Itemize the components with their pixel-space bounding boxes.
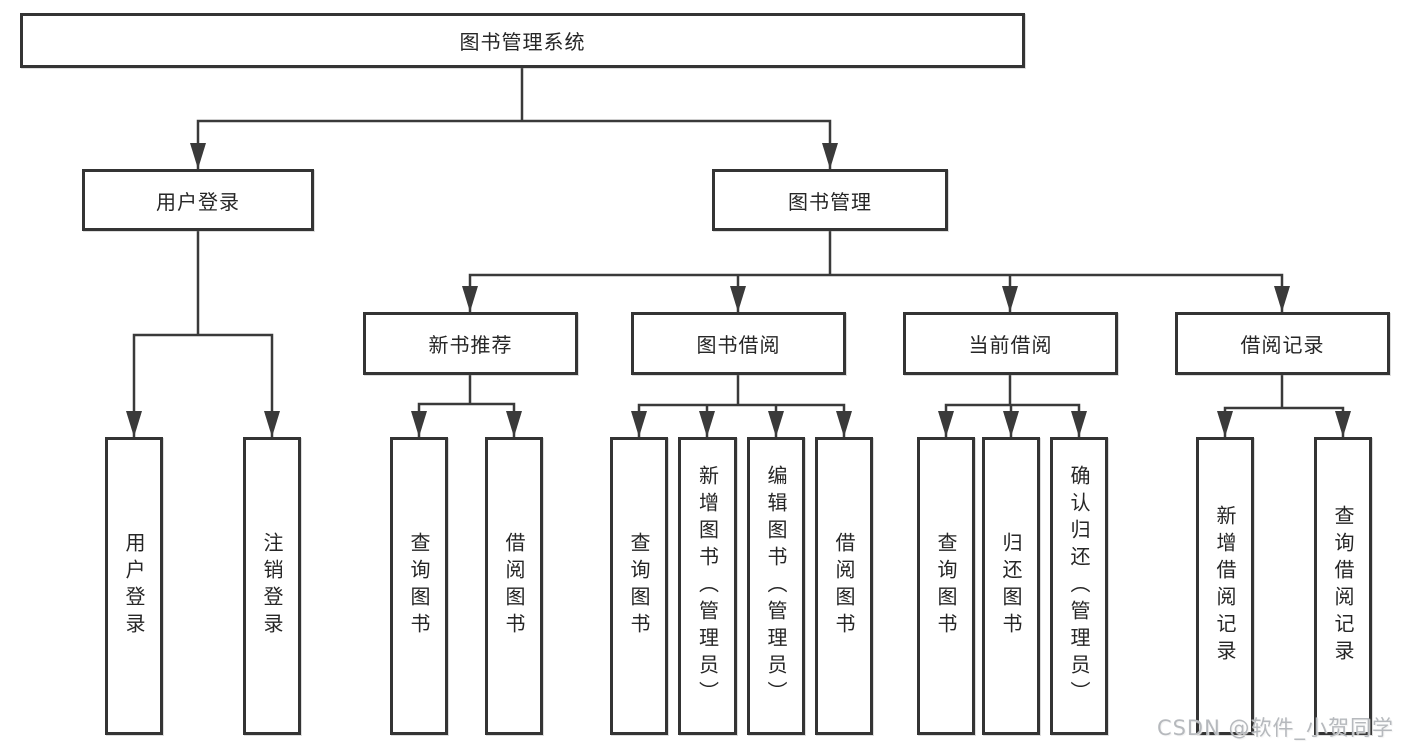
node-current-borrowing: 当前借阅 [903, 312, 1118, 375]
arrowhead-icon [699, 411, 715, 437]
arrowhead-icon [1003, 411, 1019, 437]
node-new-book-recommend: 新书推荐 [363, 312, 578, 375]
node-book-borrowing: 图书借阅 [631, 312, 846, 375]
leaf-add-books-admin: 新增图书（管理员） [678, 437, 737, 735]
leaf-query-borrow-record: 查询借阅记录 [1314, 437, 1372, 735]
leaf-query-books-current: 查询图书 [917, 437, 975, 735]
arrowhead-icon [264, 411, 280, 437]
connector-lines [132, 68, 1345, 437]
connector-new-book-split [417, 402, 516, 437]
leaf-return-books: 归还图书 [982, 437, 1040, 735]
node-borrow-records: 借阅记录 [1175, 312, 1390, 375]
connector-borrowing-split [637, 403, 846, 437]
csdn-watermark: CSDN @软件_小贺同学 [1156, 716, 1394, 740]
leaf-logout: 注销登录 [243, 437, 301, 735]
arrowhead-icon [462, 286, 478, 312]
node-user-login: 用户登录 [82, 169, 314, 231]
arrowhead-icon [1335, 411, 1351, 437]
arrowhead-icon [768, 411, 784, 437]
leaf-user-login: 用户登录 [105, 437, 163, 735]
connector-user-login-split [132, 333, 274, 437]
arrowhead-icon [1217, 411, 1233, 437]
leaf-query-books-recommend: 查询图书 [390, 437, 448, 735]
node-book-management: 图书管理 [712, 169, 948, 231]
arrowhead-icon [730, 286, 746, 312]
connector-root-split [196, 119, 832, 169]
arrowheads [126, 143, 1351, 437]
node-library-system: 图书管理系统 [20, 13, 1025, 68]
leaf-edit-books-admin: 编辑图书（管理员） [747, 437, 805, 735]
leaf-borrow-books-recommend: 借阅图书 [485, 437, 543, 735]
leaf-borrow-books: 借阅图书 [815, 437, 873, 735]
arrowhead-icon [1002, 286, 1018, 312]
leaf-query-books-borrowing: 查询图书 [610, 437, 668, 735]
arrowhead-icon [506, 411, 522, 437]
connector-book-mgmt-split [468, 273, 1284, 312]
arrowhead-icon [126, 411, 142, 437]
arrowhead-icon [411, 411, 427, 437]
arrowhead-icon [822, 143, 838, 169]
arrowhead-icon [1274, 286, 1290, 312]
leaf-confirm-return-admin: 确认归还（管理员） [1050, 437, 1108, 735]
connector-records-split [1223, 406, 1345, 437]
arrowhead-icon [631, 411, 647, 437]
arrowhead-icon [1071, 411, 1087, 437]
leaf-add-borrow-record: 新增借阅记录 [1196, 437, 1254, 735]
arrowhead-icon [836, 411, 852, 437]
arrowhead-icon [190, 143, 206, 169]
arrowhead-icon [938, 411, 954, 437]
